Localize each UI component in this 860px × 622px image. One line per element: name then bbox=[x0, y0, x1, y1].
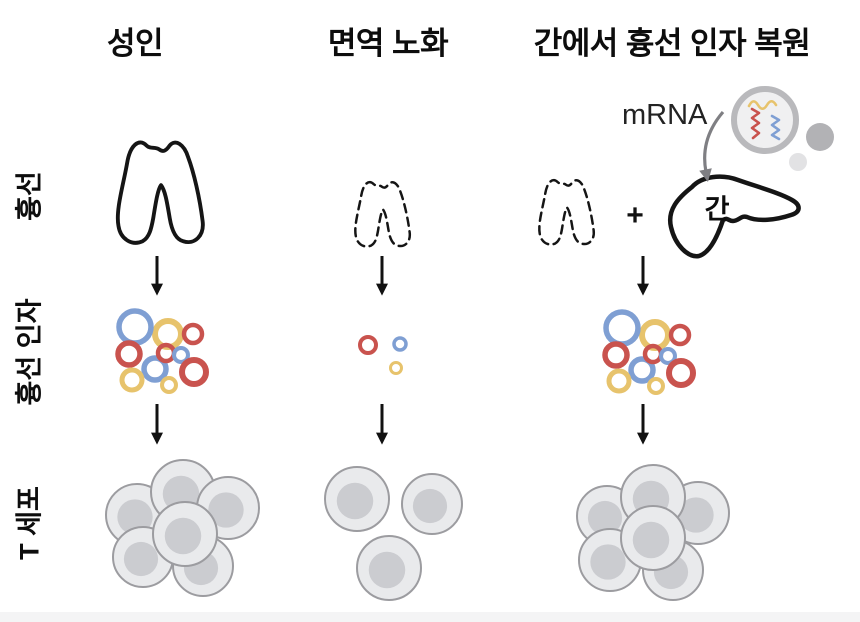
thymic-factor-ring-yellow bbox=[119, 367, 145, 393]
mrna-label: mRNA bbox=[622, 99, 708, 131]
t-cell-nucleus bbox=[336, 482, 374, 520]
thymus-dashed-restored bbox=[538, 178, 596, 246]
flow-arrows bbox=[151, 256, 649, 445]
liver-label: 간 bbox=[704, 194, 730, 225]
row-label-thymus: 흉선 bbox=[14, 171, 45, 221]
bubble-small bbox=[789, 153, 807, 171]
thymic-factor-ring-blue bbox=[628, 356, 656, 384]
rna-strand-red bbox=[750, 107, 761, 140]
t-cell-nucleus bbox=[123, 541, 159, 577]
thymic-factor-ring-blue bbox=[116, 308, 154, 346]
t-cell bbox=[620, 505, 686, 571]
column-header-adult: 성인 bbox=[106, 26, 164, 61]
row-label-t-cells: T 세포 bbox=[14, 486, 45, 560]
t-cell-nucleus bbox=[632, 521, 670, 559]
t-cell-nucleus bbox=[208, 492, 244, 528]
thymic-factor-ring-blue bbox=[659, 347, 677, 365]
plus-sign: + bbox=[626, 199, 644, 232]
t-cell-nucleus bbox=[164, 517, 202, 555]
t-cell-nucleus bbox=[117, 499, 153, 535]
thymus-solid-adult bbox=[115, 140, 205, 245]
thymic-factor-ring-yellow bbox=[647, 377, 665, 395]
mrna-to-liver-arrow bbox=[699, 110, 725, 183]
thymic-factor-ring-blue bbox=[603, 309, 641, 347]
column-header-immune-aging: 면역 노화 bbox=[327, 26, 449, 61]
rna-strand-yellow bbox=[747, 99, 778, 111]
t-cell-nucleus bbox=[587, 500, 623, 536]
thymic-factor-ring-yellow bbox=[160, 376, 178, 394]
t-cell-nucleus bbox=[590, 544, 626, 580]
thymic-factor-ring-red bbox=[179, 357, 209, 387]
t-cell-nucleus bbox=[412, 488, 448, 524]
mrna-nanoparticle bbox=[731, 86, 834, 171]
thymic-factor-ring-red bbox=[115, 340, 143, 368]
thymic-factor-ring-red bbox=[666, 358, 696, 388]
column-header-liver-restoration: 간에서 흉선 인자 복원 bbox=[533, 26, 811, 61]
bottom-edge-band bbox=[0, 612, 860, 622]
factors-adult bbox=[115, 308, 209, 394]
thymic-factor-ring-yellow bbox=[389, 361, 403, 375]
t-cell bbox=[356, 535, 422, 601]
t-cell bbox=[324, 466, 390, 532]
t-cell-nucleus bbox=[678, 497, 714, 533]
cells-restored bbox=[576, 464, 730, 601]
thymic-factor-ring-blue bbox=[172, 346, 190, 364]
thymic-factor-ring-red bbox=[181, 322, 205, 346]
thymic-factor-ring-blue bbox=[141, 355, 169, 383]
t-cell bbox=[152, 501, 218, 567]
factors-restored bbox=[602, 309, 696, 395]
cells-aged bbox=[324, 466, 463, 601]
thymus-dashed-aged bbox=[354, 180, 412, 248]
row-label-thymic-factors: 흉선 인자 bbox=[14, 298, 45, 406]
thymic-factor-ring-red bbox=[602, 341, 630, 369]
cells-adult bbox=[105, 459, 260, 597]
factors-aged bbox=[358, 335, 408, 375]
bubble-large bbox=[806, 123, 834, 151]
thymic-factor-ring-blue bbox=[392, 336, 408, 352]
t-cell-nucleus bbox=[368, 551, 406, 589]
liver-shape bbox=[667, 174, 801, 259]
thymic-factor-ring-yellow bbox=[606, 368, 632, 394]
rna-strand-blue bbox=[770, 114, 781, 141]
t-cell bbox=[401, 473, 463, 535]
thymic-factor-ring-red bbox=[668, 323, 692, 347]
thymic-factor-ring-red bbox=[358, 335, 378, 355]
